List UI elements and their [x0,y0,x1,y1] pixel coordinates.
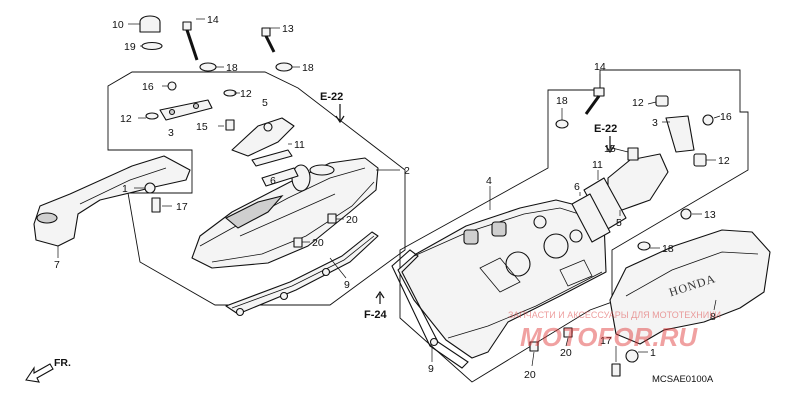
small-parts-right [529,87,714,377]
callout-17-right: 17 [600,335,612,347]
callout-14-left: 14 [207,14,219,26]
callout-18-left-a: 18 [226,62,238,74]
callout-5-left: 5 [262,97,268,109]
callout-16-left: 16 [142,81,154,93]
callout-20-left-b: 20 [312,237,324,249]
callout-12-left-a: 12 [120,113,132,125]
callout-9-left: 9 [344,279,350,291]
callout-8: 8 [710,311,716,323]
plate-left [159,99,213,121]
arrow-icon [25,363,54,383]
callout-18-left-b: 18 [302,62,314,74]
callout-17-left: 17 [176,201,188,213]
gasket-plate-right [571,177,627,243]
callout-20-left-a: 20 [346,214,358,226]
callout-3-left: 3 [168,127,174,139]
front-label: FR. [54,357,71,369]
head-cover-left [191,157,379,269]
ref-f24: F-24 [364,309,388,321]
callout-13-right: 13 [704,209,716,221]
callout-11-left: 11 [294,139,305,151]
callout-5-right: 5 [616,217,622,229]
diagram-code: MCSAE0100A [652,374,714,385]
callout-2: 2 [404,165,410,177]
callout-14-right: 14 [594,61,606,73]
callout-12-right-b: 12 [718,155,730,167]
watermark: ЗАПЧАСТИ И АКСЕССУАРЫ ДЛЯ МОТОТЕХНИКИ MO… [508,310,721,352]
callout-1-right: 1 [650,347,656,359]
side-cover-left [33,155,191,247]
front-direction-indicator: FR. [25,357,71,383]
callout-9-right: 9 [428,363,434,375]
head-cover-right [397,199,607,359]
gasket-left [225,231,379,317]
callout-13-left: 13 [282,23,294,35]
callout-3-right: 3 [652,117,658,129]
callout-18-right-a: 18 [556,95,568,107]
callout-18-right-b: 18 [662,243,674,255]
ref-e22-left: E-22 [320,91,343,103]
leader-lines [57,18,721,367]
callout-7: 7 [54,259,60,271]
callout-6-left: 6 [270,175,276,187]
callout-20-right-b: 20 [524,369,536,381]
callout-19: 19 [124,41,136,53]
assembly-frame-left [107,71,406,306]
callout-4: 4 [486,175,492,187]
callout-12-right-a: 12 [632,97,644,109]
callout-1-left: 1 [122,183,128,195]
reference-labels: E-22 E-22 F-24 [320,91,617,321]
callout-6-right: 6 [574,181,580,193]
callout-10: 10 [112,19,124,31]
bracket-left [231,117,295,157]
callout-15-left: 15 [196,121,208,133]
ref-e22-right: E-22 [594,123,617,135]
callout-11-right: 11 [592,159,603,171]
gasket-right [391,249,469,369]
small-parts-left [139,15,337,248]
callout-12-left-b: 12 [240,88,252,100]
callout-16-right: 16 [720,111,732,123]
side-cover-right: HONDA [609,229,771,345]
callout-20-right-a: 20 [560,347,572,359]
watermark-line: ЗАПЧАСТИ И АКСЕССУАРЫ ДЛЯ МОТОТЕХНИКИ [508,310,721,320]
gasket-plate-left [251,149,299,187]
watermark-logo: MOTOFOR.RU [520,322,698,352]
